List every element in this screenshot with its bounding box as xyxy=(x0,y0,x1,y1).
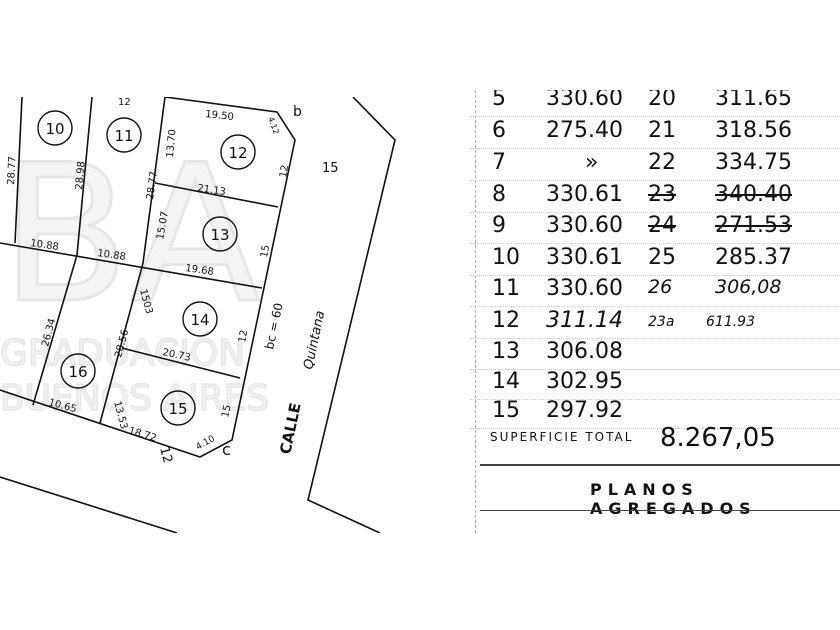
lot-cell: 13 xyxy=(492,339,520,364)
area-table: 5 330.60 20 311.65 6 275.40 21 318.56 7 » 22 334.… xyxy=(470,90,840,533)
area-cell: » xyxy=(585,150,599,175)
corner-label: c xyxy=(222,440,231,459)
divider xyxy=(480,510,840,511)
arc-length: bc = 60 xyxy=(262,302,286,351)
lot-cell: 22 xyxy=(648,150,676,175)
lot-cell: 26 xyxy=(648,276,673,298)
divider xyxy=(480,464,840,466)
area-cell: 611.93 xyxy=(706,314,755,330)
watermark: BA GRADUACIÓN BUENOS AIRES xyxy=(0,123,270,420)
lot-cell: 20 xyxy=(648,90,676,111)
lot-cell: 12 xyxy=(492,308,520,333)
dimension: 12 xyxy=(237,329,250,343)
area-cell: 297.92 xyxy=(546,398,623,423)
table-row: 5 330.60 20 311.65 xyxy=(470,90,840,117)
area-cell-struck: 271.53 xyxy=(715,213,792,238)
lot-circles xyxy=(37,110,256,426)
lot-cell: 9 xyxy=(492,213,506,238)
street-name: Quintana xyxy=(301,309,328,370)
table-row: 8 330.61 23 340.40 xyxy=(470,182,840,213)
lot-cell: 11 xyxy=(492,276,520,301)
dimension: 15 xyxy=(259,244,272,258)
lot-cell: 8 xyxy=(492,182,506,207)
lot-boundaries xyxy=(0,97,396,533)
plan-drawing: BA GRADUACIÓN BUENOS AIRES 10 11 12 13 1… xyxy=(0,97,396,533)
dimension: 12 xyxy=(118,97,131,108)
lot-number: 15 xyxy=(168,400,187,418)
dimension: 15 xyxy=(220,404,233,419)
dimension: 4.12 xyxy=(266,116,281,136)
dimension: 28.77 xyxy=(6,156,18,185)
lot-cell: 15 xyxy=(492,398,520,423)
dimension: 21.13 xyxy=(197,183,227,198)
lot-cell: 10 xyxy=(492,245,520,270)
lot-number: 12 xyxy=(228,144,247,162)
corner-label: b xyxy=(293,104,302,120)
lot-cell: 6 xyxy=(492,118,506,143)
lot-cell: 23a xyxy=(648,314,675,330)
area-cell: 311.65 xyxy=(715,90,792,111)
subdivision-plan: BA GRADUACIÓN BUENOS AIRES 10 11 12 13 1… xyxy=(0,97,420,533)
lot-cell: 7 xyxy=(492,150,506,175)
dimension: 28.98 xyxy=(74,161,87,190)
table-row: 6 275.40 21 318.56 xyxy=(470,118,840,149)
area-cell: 318.56 xyxy=(715,118,792,143)
lot-number: 11 xyxy=(114,127,133,145)
table-row: 10 330.61 25 285.37 xyxy=(470,245,840,276)
lot-cell: 5 xyxy=(492,90,506,111)
dimension: 28.77 xyxy=(145,171,160,201)
lot-number: 16 xyxy=(68,363,87,381)
table-row: 9 330.60 24 271.53 xyxy=(470,213,840,244)
section-title: PLANOS AGREGADOS xyxy=(590,480,757,518)
street-width: 12 xyxy=(156,445,175,465)
dimension: 19.68 xyxy=(185,263,215,278)
lot-cell-struck: 23 xyxy=(648,182,676,207)
area-cell: 330.61 xyxy=(546,182,623,207)
svg-text:BUENOS AIRES: BUENOS AIRES xyxy=(0,378,269,419)
area-cell: 285.37 xyxy=(715,245,792,270)
area-cell-struck: 340.40 xyxy=(715,182,792,207)
dimension: 12 xyxy=(278,164,291,178)
svg-text:BA: BA xyxy=(0,124,260,345)
area-cell: 330.60 xyxy=(546,276,623,301)
area-cell: 275.40 xyxy=(546,118,623,143)
area-cell: 306,08 xyxy=(715,276,782,298)
table-row: 7 » 22 334.75 xyxy=(470,150,840,181)
lot-cell: 14 xyxy=(492,369,520,394)
table-row: 15 297.92 xyxy=(470,398,840,429)
lot-number: 14 xyxy=(190,311,209,329)
lot-cell-struck: 24 xyxy=(648,213,676,238)
area-cell: 302.95 xyxy=(546,369,623,394)
table-row: 11 330.60 26 306,08 xyxy=(470,276,840,307)
dimension: 15.07 xyxy=(155,210,171,240)
street-width: 15 xyxy=(322,161,339,176)
area-cell: 330.60 xyxy=(546,90,623,111)
lot-cell: 21 xyxy=(648,118,676,143)
area-cell: 330.61 xyxy=(546,245,623,270)
table-row: 14 302.95 xyxy=(470,369,840,400)
area-cell: 311.14 xyxy=(546,308,623,333)
total-area-value: 8.267,05 xyxy=(660,423,776,453)
margin-line xyxy=(475,90,476,533)
total-area-label: SUPERFICIE TOTAL xyxy=(490,430,634,444)
lot-number: 13 xyxy=(210,226,229,244)
dimension: 10.88 xyxy=(30,238,60,253)
dimension: 13.70 xyxy=(165,129,178,158)
area-cell: 334.75 xyxy=(715,150,792,175)
dimension: 19.50 xyxy=(205,109,235,123)
dimension: 18.72 xyxy=(127,425,158,444)
dimension: 10.88 xyxy=(97,248,127,263)
table-row: 12 311.14 23a 611.93 xyxy=(470,308,840,339)
street-label: CALLE xyxy=(276,401,304,456)
area-cell: 306.08 xyxy=(546,339,623,364)
table-row: 13 306.08 xyxy=(470,339,840,370)
lot-number: 10 xyxy=(45,120,64,138)
area-cell: 330.60 xyxy=(546,213,623,238)
lot-cell: 25 xyxy=(648,245,676,270)
